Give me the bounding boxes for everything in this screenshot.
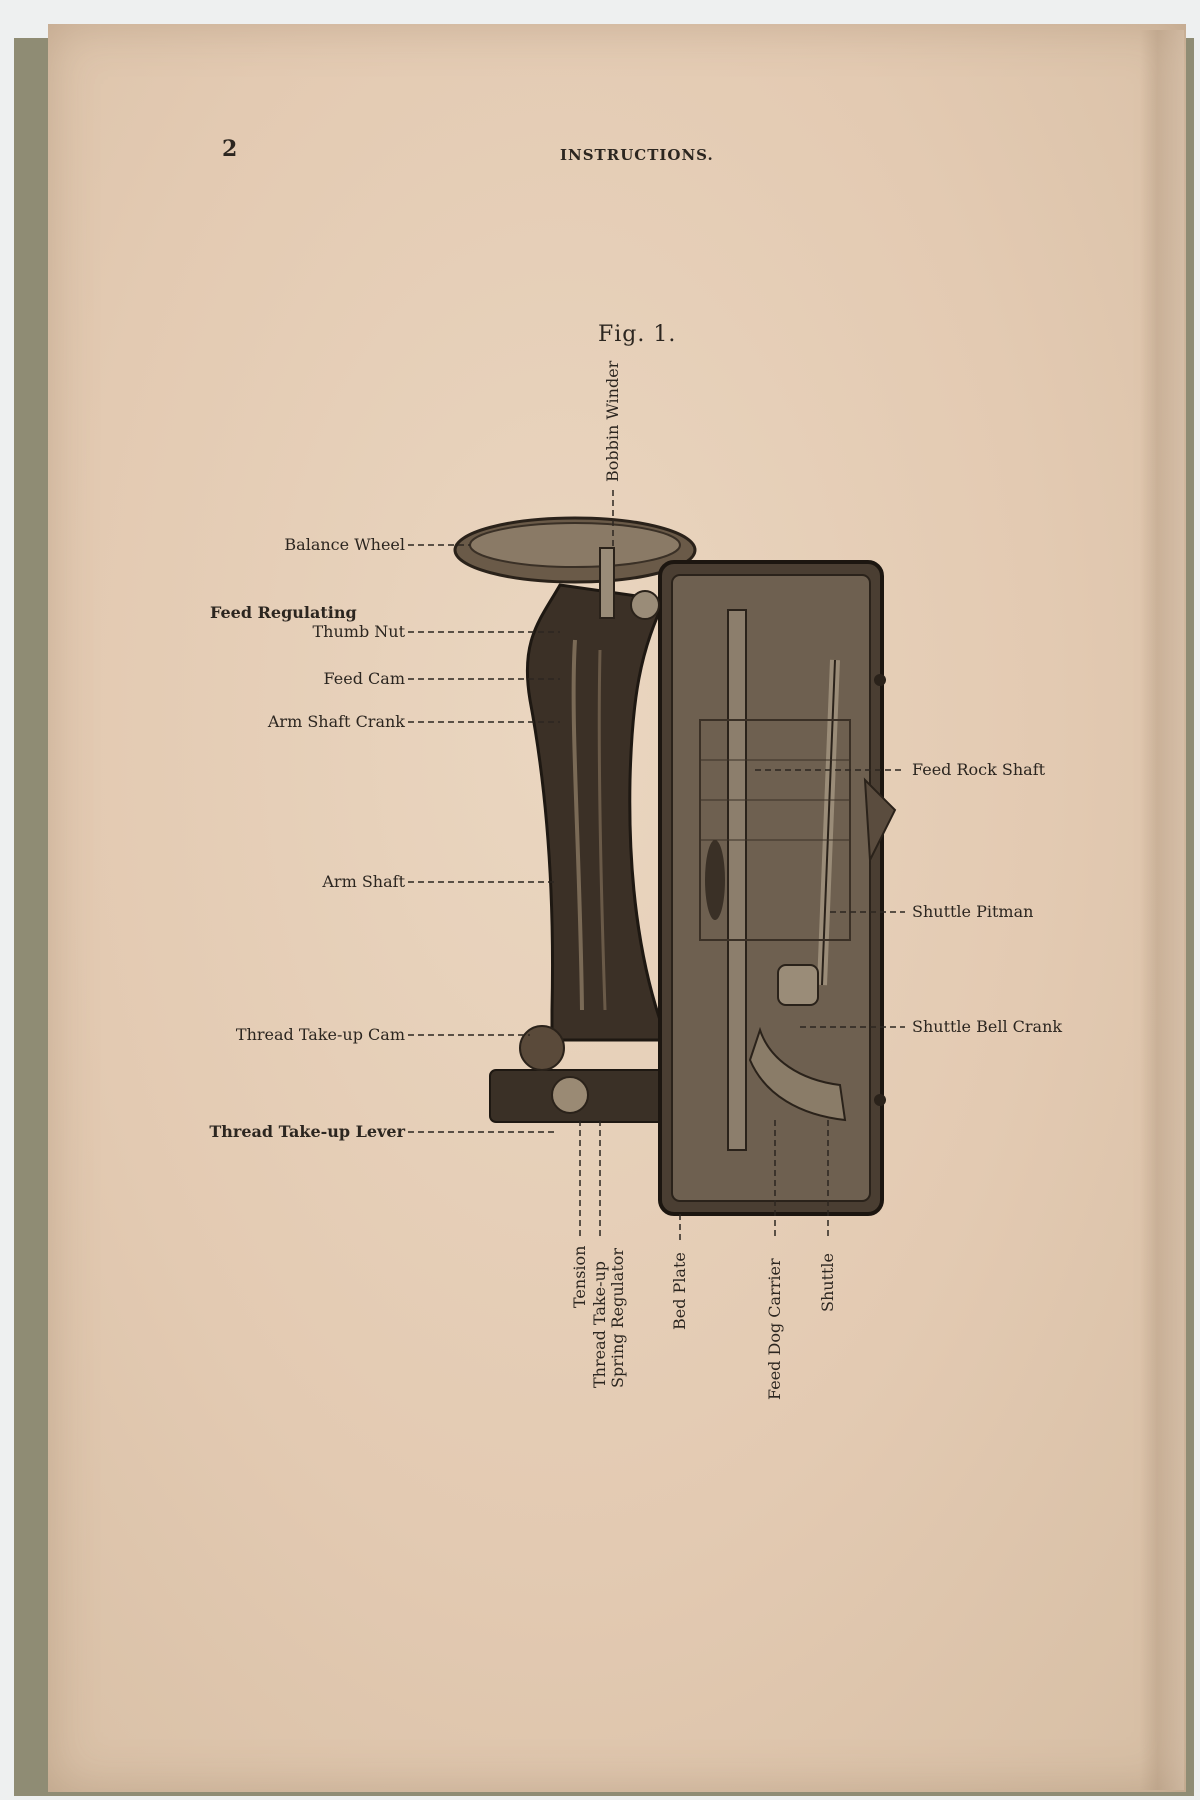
label-bed-plate: Bed Plate	[670, 1252, 689, 1330]
label-thread-takeup-cam: Thread Take-up Cam	[235, 1025, 405, 1044]
leader-lines	[408, 490, 905, 1240]
label-thread-takeup-spring-line1: Thread Take-up	[590, 1260, 609, 1388]
label-shuttle: Shuttle	[818, 1252, 837, 1312]
label-feed-rock-shaft: Feed Rock Shaft	[912, 760, 1046, 779]
label-shuttle-bell-crank: Shuttle Bell Crank	[912, 1017, 1063, 1036]
label-bobbin-winder: Bobbin Winder	[603, 360, 622, 482]
label-arm-shaft: Arm Shaft	[322, 872, 405, 891]
label-arm-shaft-crank: Arm Shaft Crank	[267, 712, 405, 731]
label-thread-takeup-lever: Thread Take-up Lever	[209, 1122, 405, 1141]
label-feed-regulating-line2: Thumb Nut	[312, 622, 405, 641]
page-number: 2	[222, 136, 238, 162]
label-thread-takeup-spring-line2: Spring Regulator	[608, 1247, 627, 1388]
running-head: INSTRUCTIONS.	[560, 146, 714, 164]
label-shuttle-pitman: Shuttle Pitman	[912, 902, 1034, 921]
label-feed-dog-carrier: Feed Dog Carrier	[765, 1258, 784, 1400]
label-balance-wheel: Balance Wheel	[284, 535, 405, 554]
page-fold-shadow	[1140, 30, 1184, 1790]
arm-column-shape	[525, 583, 668, 1042]
label-feed-regulating-line1: Feed Regulating	[210, 603, 357, 622]
label-feed-cam: Feed Cam	[323, 669, 405, 688]
label-tension: Tension	[570, 1245, 589, 1308]
figure-caption: Fig. 1.	[598, 322, 677, 347]
